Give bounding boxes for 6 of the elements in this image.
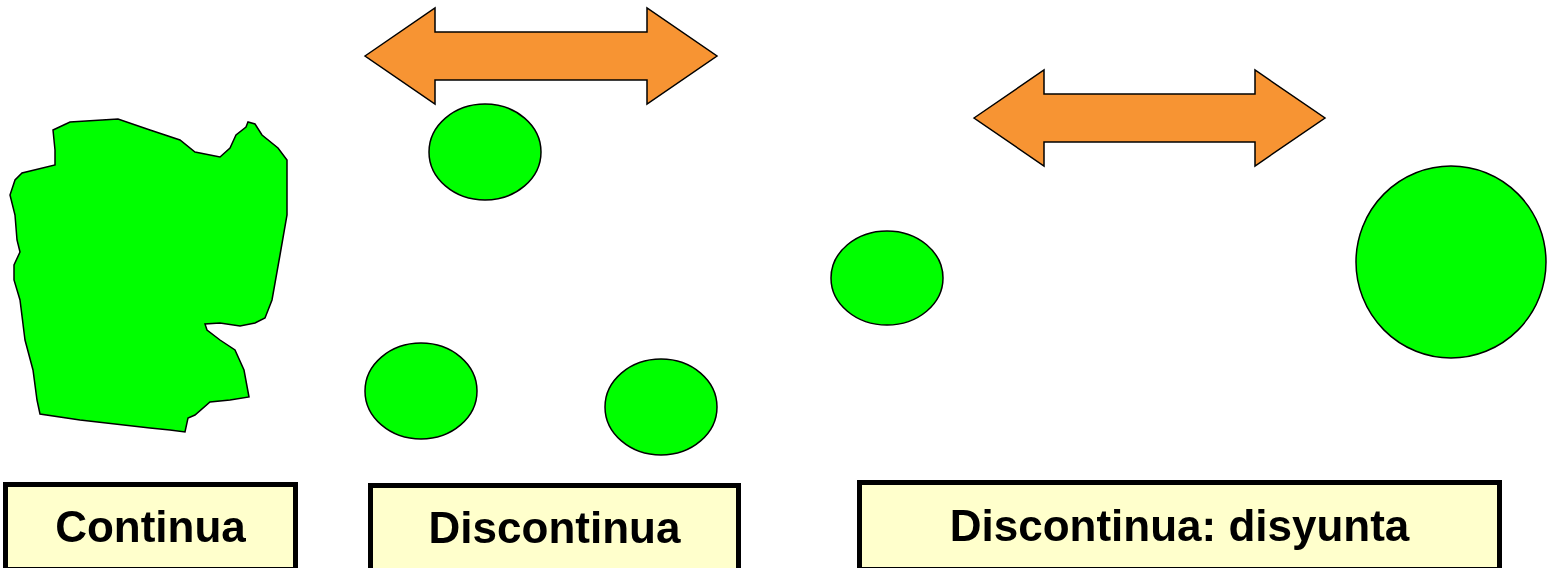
label-box bbox=[368, 483, 741, 568]
label-box bbox=[3, 482, 298, 568]
label-text: Continua bbox=[55, 502, 246, 552]
label-box bbox=[857, 480, 1502, 568]
label-text: Discontinua bbox=[428, 503, 681, 553]
label-text: Discontinua: disyunta bbox=[949, 501, 1410, 551]
